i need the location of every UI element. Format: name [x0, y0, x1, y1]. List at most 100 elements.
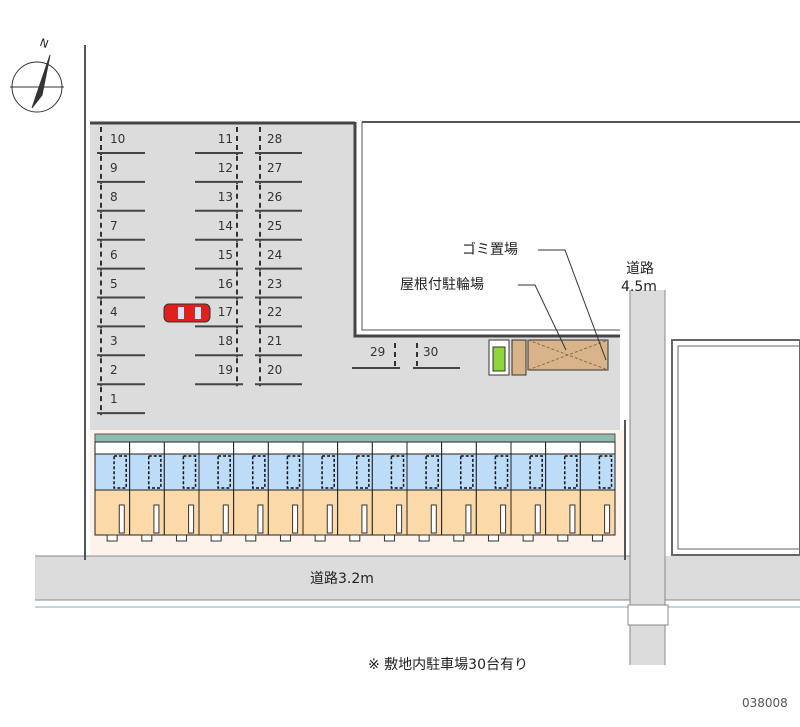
stall-number: 14	[217, 218, 233, 233]
unit-fixtures	[494, 455, 509, 489]
compass-icon	[10, 54, 64, 113]
unit-room-upper	[406, 453, 443, 491]
unit-balcony	[129, 441, 165, 455]
unit-balcony	[579, 441, 616, 455]
unit-door	[604, 504, 611, 534]
road-south-label: 道路3.2m	[310, 571, 374, 587]
unit-room-upper	[233, 453, 269, 491]
unit-room-upper	[371, 453, 408, 491]
unit-step	[418, 534, 430, 542]
unit-balcony	[198, 441, 235, 455]
unit-room-upper	[129, 453, 165, 491]
unit-balcony	[302, 441, 339, 455]
unit-fixtures	[598, 455, 613, 489]
unit-door	[222, 504, 229, 534]
unit-step	[383, 534, 395, 542]
stall-number: 23	[267, 276, 283, 291]
unit-fixtures	[251, 455, 266, 489]
stall-number: 24	[267, 247, 283, 262]
unit-door	[569, 504, 576, 534]
bridge	[627, 604, 669, 626]
unit-room-upper	[510, 453, 547, 491]
unit-door	[430, 504, 437, 534]
unit-step	[175, 534, 187, 542]
unit-step	[557, 534, 569, 542]
parking-note: ※ 敷地内駐車場30台有り	[368, 657, 528, 673]
unit-fixtures	[355, 455, 370, 489]
stall-number: 2	[110, 363, 118, 378]
building-roof-edge	[94, 433, 616, 443]
unit-door	[188, 504, 195, 534]
roof-cross	[527, 339, 609, 371]
garbage-area-label: ゴミ置場	[462, 242, 518, 258]
unit-fixtures	[529, 455, 543, 489]
stall-number: 17	[217, 305, 233, 320]
stall-number: 15	[217, 247, 233, 262]
stall-number: 27	[267, 160, 283, 175]
unit-fixtures	[182, 455, 197, 489]
unit-balcony	[441, 441, 477, 455]
unit-door	[500, 504, 507, 534]
unit-balcony	[475, 441, 512, 455]
stall-number: 11	[217, 132, 233, 146]
unit-door	[257, 504, 264, 534]
neighbor-lot	[671, 339, 800, 556]
bike-leader-line	[518, 284, 567, 351]
unit-fixtures	[147, 455, 162, 489]
stall-number: 12	[217, 160, 233, 175]
road-east-width: 4.5m	[621, 279, 657, 295]
neighbor-boundary	[361, 122, 620, 331]
neighbor-lot-inner	[677, 345, 800, 550]
unit-fixtures	[459, 455, 474, 489]
unit-step	[522, 534, 534, 542]
unit-door	[465, 504, 472, 534]
unit-door	[118, 504, 125, 534]
unit-step	[279, 534, 291, 542]
stall-number: 26	[267, 189, 283, 204]
unit-room-upper	[163, 453, 200, 491]
unit-step	[106, 534, 118, 542]
unit-balcony	[163, 441, 200, 455]
unit-fixtures	[217, 455, 231, 489]
unit-balcony	[233, 441, 269, 455]
unit-door	[361, 504, 368, 534]
stall-number: 30	[423, 345, 439, 359]
unit-door	[326, 504, 333, 534]
stall-number: 4	[110, 305, 118, 320]
stall-number: 10	[110, 132, 126, 146]
unit-balcony	[510, 441, 547, 455]
stall-number: 28	[267, 132, 283, 146]
stall-number: 6	[110, 247, 118, 262]
stall-number: 29	[370, 345, 386, 359]
bike-shed-label: 屋根付駐輪場	[400, 277, 484, 293]
unit-room-upper	[475, 453, 512, 491]
unit-fixtures	[321, 455, 335, 489]
unit-balcony	[406, 441, 443, 455]
unit-fixtures	[563, 455, 578, 489]
road-east	[630, 290, 665, 665]
stall-number: 16	[217, 276, 233, 291]
car-icon	[163, 303, 211, 323]
unit-step	[453, 534, 465, 542]
road-south	[35, 556, 630, 600]
stall-number: 20	[267, 363, 283, 378]
unit-room-upper	[441, 453, 477, 491]
stall-number: 22	[267, 305, 283, 320]
unit-step	[245, 534, 257, 542]
unit-balcony	[545, 441, 581, 455]
unit-step	[591, 534, 603, 542]
unit-fixtures	[113, 455, 127, 489]
unit-step	[349, 534, 361, 542]
unit-room-upper	[302, 453, 339, 491]
stall-number: 9	[110, 160, 118, 175]
stall-number: 1	[110, 392, 118, 407]
unit-balcony	[337, 441, 373, 455]
unit-fixtures	[425, 455, 439, 489]
unit-room-upper	[198, 453, 235, 491]
unit-balcony	[94, 441, 131, 455]
unit-balcony	[267, 441, 304, 455]
unit-door	[153, 504, 160, 534]
stall-number: 3	[110, 334, 118, 349]
unit-fixtures	[390, 455, 405, 489]
